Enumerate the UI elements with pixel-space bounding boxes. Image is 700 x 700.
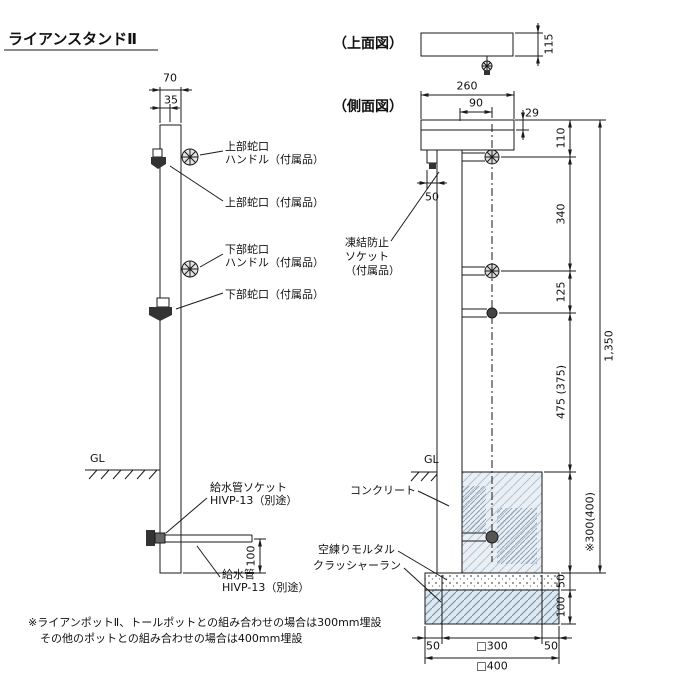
upper-handle-label-1: 上部蛇口 [225,140,269,153]
mortar-layer [424,572,560,591]
dim-50-spout: 50 [425,190,439,204]
antifreeze-socket-icon [429,163,436,169]
antifreeze-label-3: （付属品） [345,264,400,277]
mortar-label: 空練りモルタル [318,543,395,556]
pipe-label-1: 給水管 [222,568,255,581]
dim-b400: □400 [476,659,508,673]
lower-handle-icon [181,260,199,278]
top-view-label: （上面図） [333,36,403,52]
upper-faucet-label: 上部蛇口（付属品） [225,196,324,209]
antifreeze-label-2: ソケット [345,250,389,263]
note-line-2: その他のポットとの組み合わせの場合は400mm埋設 [40,632,303,645]
upper-handle-icon [181,148,199,166]
side-cap [420,119,515,151]
dim-29: 29 [525,106,539,120]
side-post [436,149,463,574]
supply-pipe-icon [146,530,253,546]
dim-260: 260 [456,79,478,93]
antifreeze-label-1: 凍結防止 [345,236,389,249]
dim-50-mortar: 50 [554,574,568,588]
dim-100-crusher: 100 [554,596,568,618]
side-view-label: （側面図） [333,99,403,115]
front-view-drawing [85,87,266,578]
concrete-label: コンクリート [350,484,416,497]
dim-100-pipe: 100 [244,545,258,567]
gl-label-left: GL [90,452,105,465]
dim-475: 475 (375) [554,364,568,420]
dim-total-1350: 1,350 [602,330,616,362]
lower-faucet-icon [149,297,172,321]
supply-socket-icon [485,530,499,544]
pipe-label-2: HIVP-13（別途） [222,581,310,594]
dim-110: 110 [554,127,568,149]
side-view-drawing [390,91,606,664]
upper-handle-label-2: ハンドル（付属品） [225,153,324,166]
note-line-1: ※ライアンポットⅡ、トールポットとの組み合わせの場合は300mm埋設 [28,616,382,629]
gl-label-right: GL [424,453,439,466]
socket-label-1: 給水管ソケット [210,481,287,494]
lower-handle-label-1: 下部蛇口 [225,243,269,256]
dim-bury-depth: ※300(400) [583,492,597,552]
dim-b50-right: 50 [544,639,558,653]
dim-b50-left: 50 [426,639,440,653]
top-view-drawing [420,23,543,75]
upper-valve-icon [484,149,500,165]
dim-125: 125 [554,281,568,303]
dim-b300: □300 [476,639,508,653]
lower-spout-icon [486,307,498,319]
dim-90: 90 [469,96,483,110]
lower-handle-label-2: ハンドル（付属品） [225,256,324,269]
top-view-faucet-icon [481,60,493,75]
crusher-label: クラッシャーラン [313,559,401,572]
drawing-title: ライアンスタンドⅡ [8,30,137,48]
crusher-run-layer [424,589,560,625]
ground-line-left [85,469,160,480]
dim-35: 35 [164,93,178,107]
dim-115: 115 [542,33,556,55]
dim-340: 340 [554,203,568,225]
socket-label-2: HIVP-13（別途） [210,494,298,507]
front-view-leaders [165,150,224,578]
lower-valve-icon [484,263,500,279]
lower-faucet-label: 下部蛇口（付属品） [225,288,324,301]
dim-70: 70 [163,71,177,85]
front-post [159,124,182,574]
upper-faucet-icon [151,148,166,169]
